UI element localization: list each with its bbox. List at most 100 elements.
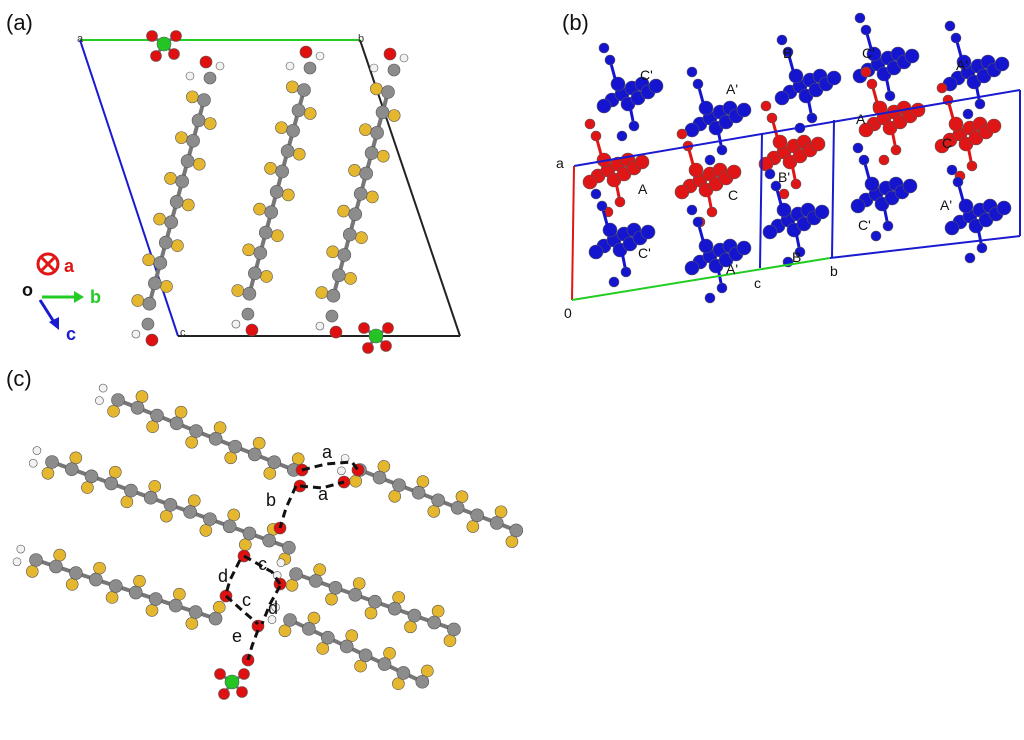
perchlorate-bottom-oxygen-atom: [382, 322, 394, 334]
axis-c-arrow-head: [49, 317, 59, 330]
molecule-5-sulfur-atom: [416, 475, 430, 488]
molecule-4-hydrogen-atom: [267, 615, 277, 624]
perchlorate-c-oxygen-atom: [236, 686, 248, 698]
molecule-3-carbon-atom: [168, 598, 183, 613]
molecule-cluster-11-atom: [596, 200, 608, 212]
perchlorate-top-oxygen-atom: [146, 30, 158, 42]
molecule-1-sulfur-atom: [107, 404, 120, 418]
corner-b-label: b: [830, 263, 838, 279]
column-3-sulfur-atom: [337, 204, 350, 218]
column-2-sulfur-atom: [271, 229, 284, 243]
molecule-cluster-3-atom: [782, 46, 794, 58]
column-2-sulfur-atom: [264, 162, 277, 175]
molecule-4-carbon-atom: [283, 613, 297, 627]
molecule-label-15: A': [940, 197, 952, 213]
molecule-cluster-9-atom: [858, 122, 874, 138]
perchlorate-c-oxygen-atom: [218, 688, 230, 700]
contact-label-1: a: [322, 442, 333, 462]
molecule-3-hydrogen-atom: [16, 544, 26, 554]
column-1-sulfur-atom: [182, 198, 195, 212]
molecule-label-13: C': [858, 217, 871, 233]
cell-edge-b: [571, 257, 831, 301]
molecule-3-carbon-atom: [69, 566, 83, 580]
column-2-carbon-atom: [297, 83, 311, 97]
perchlorate-top-oxygen-atom: [170, 30, 182, 42]
molecule-cluster-9-atom: [910, 102, 926, 118]
corner-origin-label: 0: [564, 305, 572, 321]
perchlorate-top-chlorine-atom: [156, 36, 172, 52]
column-2-carbon-atom: [248, 266, 262, 281]
contact-label-3: b: [266, 490, 276, 510]
column-1-sulfur-atom: [203, 117, 217, 130]
contact-d-right: [260, 585, 282, 625]
molecule-label-2: A': [726, 81, 738, 97]
column-3-carbon-atom: [332, 268, 346, 283]
molecule-label-12: B: [792, 249, 801, 265]
molecule-cluster-8-atom: [810, 136, 826, 152]
contact-a-top: [301, 460, 360, 472]
molecule-cluster-14-atom: [902, 178, 918, 194]
molecule-cluster-15-atom: [952, 176, 964, 188]
panel-b-molecules: [582, 12, 1012, 304]
molecule-6-carbon-atom: [328, 581, 343, 595]
column-1-hydrogen-atom: [131, 329, 141, 339]
molecule-1-carbon-atom: [208, 432, 223, 446]
molecule-1-sulfur-atom: [135, 390, 149, 403]
column-3-sulfur-atom: [359, 123, 372, 136]
molecule-cluster-15-atom: [964, 252, 976, 264]
column-1-sulfur-atom: [171, 239, 184, 253]
molecule-2-carbon-atom: [183, 505, 197, 519]
molecule-cluster-1-atom: [596, 98, 612, 114]
molecule-cluster-8-atom: [766, 112, 778, 124]
molecule-cluster-13-atom: [764, 168, 776, 180]
molecule-3-sulfur-atom: [212, 600, 226, 614]
axis-a-into-page-icon: [36, 252, 60, 276]
contact-label-2: a: [318, 484, 329, 504]
molecule-cluster-11-atom: [590, 188, 602, 200]
column-3-hydrogen-atom: [315, 321, 325, 331]
molecule-cluster-5-atom: [974, 98, 986, 110]
molecule-2-hydrogen-atom: [28, 458, 38, 468]
molecule-4-sulfur-atom: [345, 629, 359, 642]
contact-label-4: c: [258, 554, 267, 574]
molecule-cluster-2-atom: [704, 154, 716, 166]
molecule-4-sulfur-atom: [278, 624, 292, 638]
molecule-1-sulfur-atom: [174, 405, 188, 419]
molecule-2-carbon-atom: [45, 455, 59, 469]
molecule-2-carbon-atom: [242, 526, 257, 541]
molecule-2-carbon-atom: [64, 462, 79, 476]
molecule-3-sulfur-atom: [25, 565, 39, 578]
axis-a-cross-2: [40, 256, 56, 272]
molecule-cluster-5-atom: [944, 20, 956, 32]
column-2-sulfur-atom: [282, 188, 295, 202]
molecule-5-carbon-atom: [450, 500, 465, 515]
molecule-6-carbon-atom: [407, 608, 422, 623]
axis-b-label: b: [90, 287, 101, 307]
molecule-5-carbon-atom: [372, 470, 387, 485]
perchlorate-top-oxygen-atom: [168, 48, 180, 60]
molecule-6-carbon-atom: [368, 594, 382, 609]
panel-a: a b c a o b c: [22, 30, 461, 354]
molecule-cluster-2-atom: [692, 78, 704, 90]
column-3-sulfur-atom: [387, 109, 401, 122]
molecule-cluster-8-atom: [760, 100, 772, 112]
molecule-label-6: A: [638, 181, 648, 197]
column-2-sulfur-atom: [286, 80, 299, 94]
column-2-hydrogen-atom: [315, 51, 325, 61]
column-3-carbon-atom: [375, 105, 390, 120]
molecule-1-carbon-atom: [228, 439, 242, 454]
molecule-6-carbon-atom: [447, 622, 461, 637]
molecule-cluster-15-atom: [944, 220, 960, 236]
molecule-label-3: B: [783, 45, 792, 61]
molecule-5-sulfur-atom: [388, 489, 402, 503]
molecule-2-sulfur-atom: [239, 538, 252, 551]
axis-c-label: c: [66, 324, 76, 344]
molecule-3-carbon-atom: [148, 592, 163, 606]
molecule-3-hydrogen-atom: [12, 557, 22, 567]
molecule-cluster-5-atom: [962, 108, 974, 120]
column-3-carbon-atom: [370, 125, 384, 140]
molecule-cluster-12-atom: [692, 216, 704, 228]
